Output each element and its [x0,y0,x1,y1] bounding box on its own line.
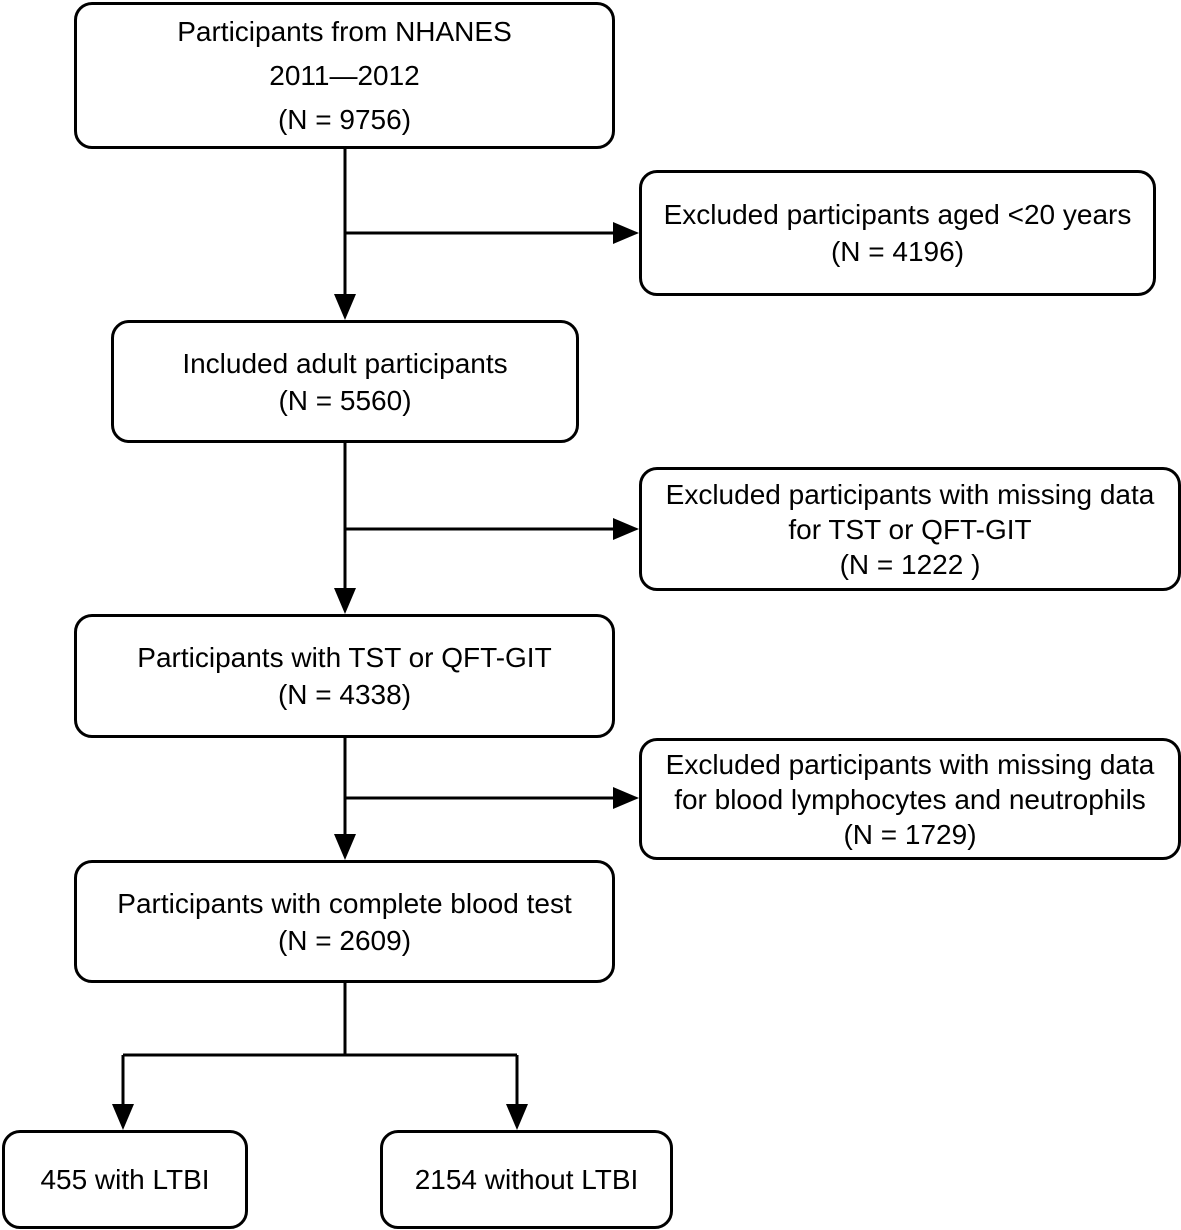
source-count: (N = 9756) [277,103,412,135]
arrowhead-to-excluded-age [613,222,639,244]
excluded-age-count: (N = 4196) [830,236,965,267]
arrowhead-to-excluded-tst [613,518,639,540]
arrowhead-to-excluded-blood [613,787,639,809]
tst-participants-box: Participants with TST or QFT-GIT (N = 43… [74,614,615,738]
complete-blood-test-box: Participants with complete blood test (N… [74,860,615,983]
arrowhead-to-tst [334,588,356,614]
arrowhead-to-blood [334,834,356,860]
excluded-tst-line-1: Excluded participants with missing data [665,478,1155,510]
ltbi-label: 455 with LTBI [40,1164,210,1195]
excluded-blood-line-1: Excluded participants with missing data [665,748,1155,780]
with-ltbi-box: 455 with LTBI [2,1130,248,1229]
adults-count: (N = 5560) [278,384,412,416]
adults-line-1: Included adult participants [182,347,508,379]
excluded-blood-box: Excluded participants with missing data … [639,738,1181,860]
source-line-1: Participants from NHANES [177,15,512,47]
excluded-age-line-1: Excluded participants aged <20 years [663,199,1132,230]
source-population-box: Participants from NHANES 2011—2012 (N = … [74,2,615,149]
source-line-2: 2011—2012 [269,59,420,91]
arrowhead-to-ltbi [112,1104,134,1130]
arrowhead-to-adults [334,294,356,320]
without-ltbi-box: 2154 without LTBI [380,1130,673,1229]
tst-line-1: Participants with TST or QFT-GIT [137,642,552,673]
excluded-tst-line-2: for TST or QFT-GIT [788,513,1032,545]
excluded-tst-box: Excluded participants with missing data … [639,467,1181,591]
excluded-tst-count: (N = 1222 ) [839,548,981,580]
blood-count: (N = 2609) [277,924,412,956]
tst-count: (N = 4338) [277,679,412,710]
adult-participants-box: Included adult participants (N = 5560) [111,320,579,443]
arrowhead-to-no-ltbi [506,1104,528,1130]
excluded-age-box: Excluded participants aged <20 years (N … [639,170,1156,296]
blood-line-1: Participants with complete blood test [117,887,572,919]
excluded-blood-count: (N = 1729) [843,818,977,850]
no-ltbi-label: 2154 without LTBI [414,1164,639,1195]
excluded-blood-line-2: for blood lymphocytes and neutrophils [674,783,1146,815]
